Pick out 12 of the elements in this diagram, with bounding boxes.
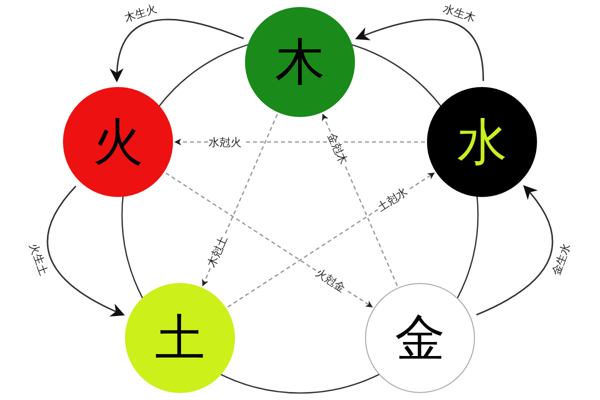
element-character: 火 <box>93 117 143 167</box>
edge-label: 水尅火 <box>208 136 242 148</box>
arrow <box>165 172 373 308</box>
element-character: 土 <box>155 313 205 363</box>
element-character: 水 <box>457 117 507 167</box>
element-character: 木 <box>275 37 325 87</box>
arrow <box>476 185 553 316</box>
arrow <box>227 172 435 308</box>
arrow <box>47 186 125 316</box>
arrow <box>355 18 484 82</box>
element-character: 金 <box>395 313 445 363</box>
arrow <box>110 18 244 82</box>
